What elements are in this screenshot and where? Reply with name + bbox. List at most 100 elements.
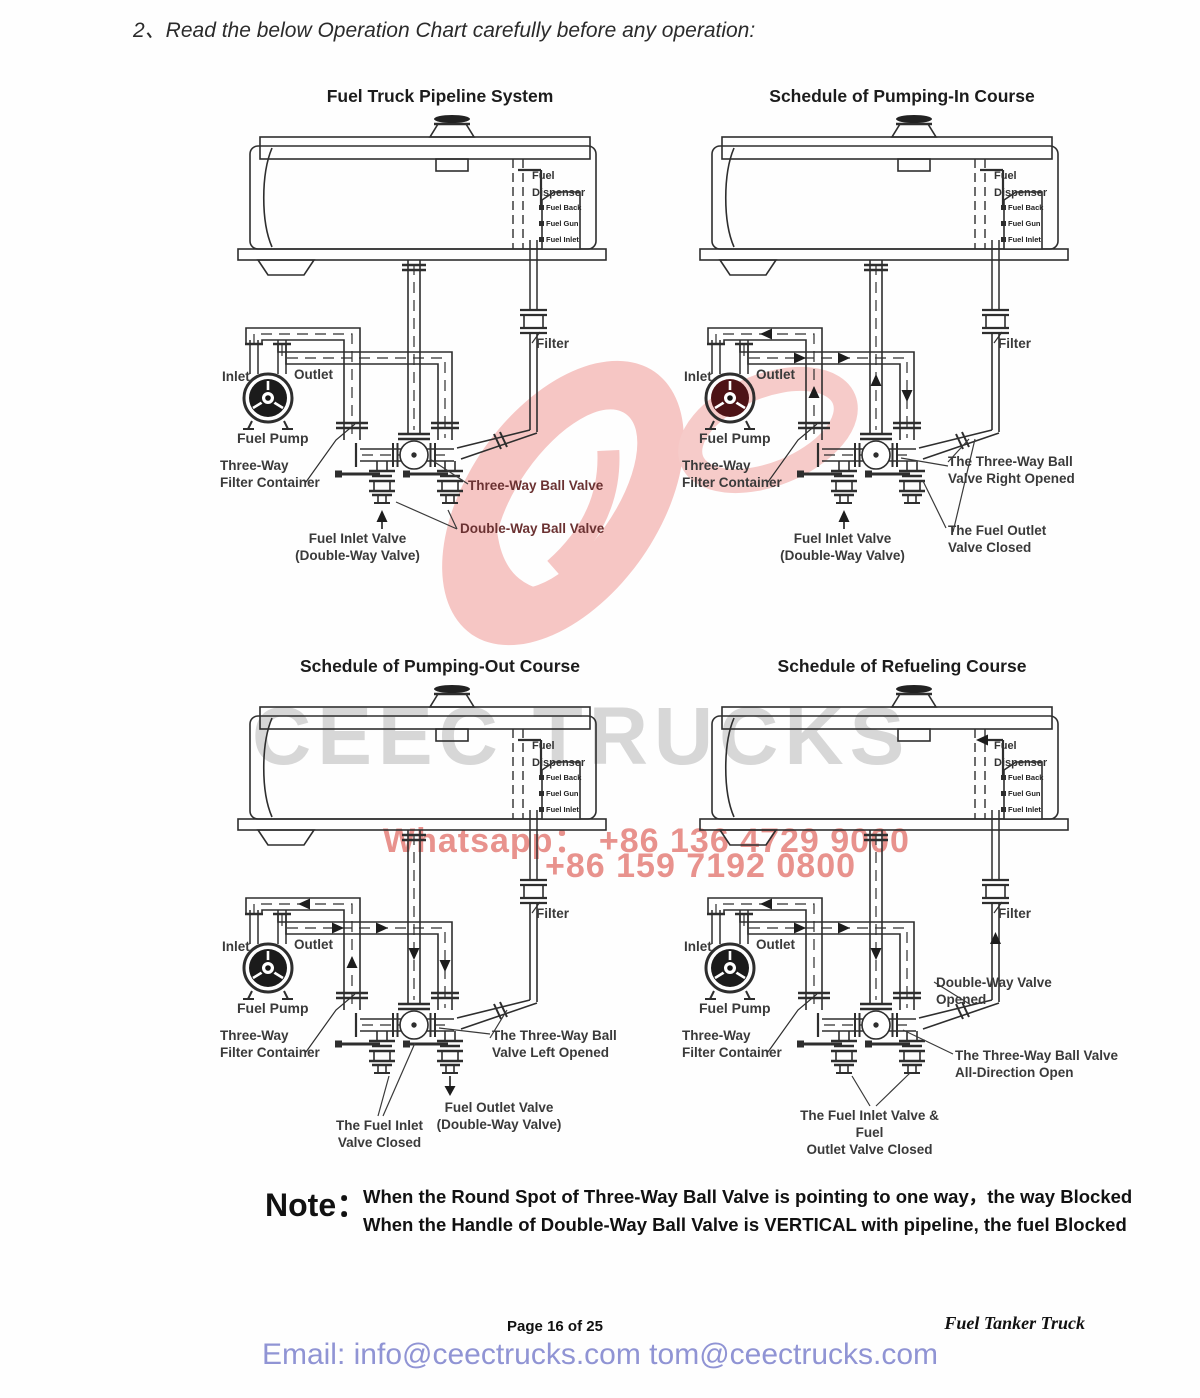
valves-closed-label: The Fuel Inlet Valve & Fuel Outlet Valve…: [787, 1108, 952, 1159]
dispenser-line2: Dispenser: [532, 757, 586, 770]
page-header-instruction: 2、Read the below Operation Chart careful…: [133, 19, 756, 42]
fuel-inlet-valve-line2: (Double-Way Valve): [295, 547, 420, 563]
fuel-back-port-label: Fuel Back: [546, 773, 582, 782]
outlet-closed-line2: Valve Closed: [948, 539, 1032, 555]
fuel-dispenser-label: Fuel Dispenser: [994, 738, 1047, 772]
dispenser-line2: Dispenser: [532, 187, 586, 200]
double-way-opened-label: Double-Way Valve Opened: [936, 975, 1052, 1009]
filter-label: Filter: [536, 336, 570, 351]
inlet-label: Inlet: [684, 369, 712, 384]
fuel-outlet-valve-label: Fuel Outlet Valve (Double-Way Valve): [434, 1100, 564, 1134]
fuel-inlet-valve-line2: (Double-Way Valve): [780, 547, 905, 563]
three-way-ball-valve-label: Three-Way Ball Valve: [468, 478, 604, 493]
fuel-back-port-label: Fuel Back: [1008, 203, 1044, 212]
filter-container-line1: Three-Way: [220, 1028, 289, 1043]
three-way-line1: The Three-Way Ball: [492, 1028, 617, 1043]
filter-container-line2: Filter Container: [220, 1044, 320, 1060]
inlet-label: Inlet: [684, 939, 712, 954]
three-way-line1: The Three-Way Ball: [948, 454, 1073, 469]
fuel-dispenser-label: Fuel Dispenser: [532, 168, 585, 202]
whatsapp-watermark-line2: +86 159 7192 0800: [545, 847, 857, 885]
inlet-closed-line2: Valve Closed: [337, 1134, 422, 1150]
outlet-label: Outlet: [294, 937, 333, 952]
three-way-line2: All-Direction Open: [955, 1064, 1074, 1080]
inlet-closed-line1: The Fuel Inlet: [335, 1118, 423, 1133]
fuel-pump-label: Fuel Pump: [699, 430, 771, 446]
pumping-in-schematic-drawing: [672, 82, 1132, 533]
fuel-pump-label: Fuel Pump: [237, 1000, 309, 1016]
fuel-inlet-port-label: Fuel Inlet: [546, 805, 579, 814]
note-line1: When the Round Spot of Three-Way Ball Va…: [363, 1186, 1133, 1207]
outlet-valve-line1: Fuel Outlet Valve: [444, 1100, 554, 1115]
fuel-inlet-valve-line1: Fuel Inlet Valve: [793, 531, 892, 546]
filter-label: Filter: [998, 906, 1032, 921]
fuel-pump-label: Fuel Pump: [699, 1000, 771, 1016]
diagram-title: Schedule of Refueling Course: [777, 656, 1027, 676]
filter-container-label: Three-Way Filter Container: [682, 1028, 782, 1062]
dispenser-line2: Dispenser: [994, 187, 1048, 200]
three-way-line2: Valve Left Opened: [492, 1044, 610, 1060]
diagram-pipeline-system: Fuel Truck Pipeline System Inlet Outlet …: [210, 82, 670, 592]
filter-container-line1: Three-Way: [220, 458, 289, 473]
document-title: Fuel Tanker Truck: [944, 1313, 1085, 1333]
dispenser-line1: Fuel: [532, 170, 555, 182]
valves-closed-line2: Outlet Valve Closed: [806, 1141, 933, 1157]
refueling-schematic-drawing: [672, 652, 1132, 1107]
filter-container-line2: Filter Container: [682, 474, 782, 490]
diagram-pumping-out: Schedule of Pumping-Out Course Inlet Out…: [210, 652, 670, 1162]
diagram-title: Schedule of Pumping-In Course: [769, 86, 1035, 106]
brand-swoosh-watermark: [442, 360, 684, 646]
filter-container-label: Three-Way Filter Container: [220, 1028, 320, 1062]
double-way-line1: Double-Way Valve: [936, 975, 1052, 990]
outlet-closed-line1: The Fuel Outlet: [948, 523, 1047, 538]
fuel-dispenser-label: Fuel Dispenser: [994, 168, 1047, 202]
outlet-valve-line2: (Double-Way Valve): [436, 1116, 562, 1132]
pumping-out-schematic-drawing: [210, 652, 670, 1117]
pipeline-schematic-drawing: [210, 82, 670, 530]
filter-container-label: Three-Way Filter Container: [682, 458, 782, 492]
fuel-inlet-valve-label: Fuel Inlet Valve (Double-Way Valve): [295, 531, 420, 565]
dispenser-line1: Fuel: [994, 740, 1017, 752]
fuel-inlet-port-label: Fuel Inlet: [1008, 235, 1041, 244]
note-line2: When the Handle of Double-Way Ball Valve…: [363, 1214, 1127, 1235]
fuel-inlet-valve-label: Fuel Inlet Valve (Double-Way Valve): [780, 531, 905, 565]
filter-container-label: Three-Way Filter Container: [220, 458, 320, 492]
fuel-back-port-label: Fuel Back: [546, 203, 582, 212]
double-way-ball-valve-label: Double-Way Ball Valve: [460, 521, 605, 536]
three-way-line2: Valve Right Opened: [948, 470, 1075, 486]
diagram-pumping-in: Schedule of Pumping-In Course Inlet Outl…: [672, 82, 1132, 592]
three-way-right-opened-label: The Three-Way Ball Valve Right Opened: [948, 454, 1075, 488]
fuel-inlet-port-label: Fuel Inlet: [546, 235, 579, 244]
fuel-pump-label: Fuel Pump: [237, 430, 309, 446]
page-indicator: Page 16 of 25: [507, 1318, 603, 1335]
fuel-dispenser-label: Fuel Dispenser: [532, 738, 585, 772]
outlet-label: Outlet: [756, 937, 795, 952]
three-way-all-direction-label: The Three-Way Ball Valve All-Direction O…: [955, 1048, 1118, 1082]
filter-container-line2: Filter Container: [682, 1044, 782, 1060]
dispenser-line1: Fuel: [994, 170, 1017, 182]
fuel-inlet-port-label: Fuel Inlet: [1008, 805, 1041, 814]
filter-label: Filter: [536, 906, 570, 921]
outlet-label: Outlet: [294, 367, 333, 382]
fuel-inlet-closed-label: The Fuel Inlet Valve Closed: [322, 1118, 437, 1152]
inlet-label: Inlet: [222, 369, 250, 384]
fuel-outlet-closed-label: The Fuel Outlet Valve Closed: [948, 523, 1046, 557]
filter-container-line1: Three-Way: [682, 1028, 751, 1043]
three-way-line1: The Three-Way Ball Valve: [955, 1048, 1119, 1063]
fuel-inlet-valve-line1: Fuel Inlet Valve: [308, 531, 407, 546]
note-label: Note：: [265, 1187, 369, 1223]
inlet-label: Inlet: [222, 939, 250, 954]
diagram-title: Fuel Truck Pipeline System: [326, 86, 554, 106]
three-way-left-opened-label: The Three-Way Ball Valve Left Opened: [492, 1028, 617, 1062]
fuel-gun-port-label: Fuel Gun: [546, 789, 579, 798]
outlet-label: Outlet: [756, 367, 795, 382]
filter-label: Filter: [998, 336, 1032, 351]
fuel-gun-port-label: Fuel Gun: [546, 219, 579, 228]
contact-email-line: Email: info@ceectrucks.com tom@ceectruck…: [261, 1338, 939, 1371]
filter-container-line1: Three-Way: [682, 458, 751, 473]
dispenser-line2: Dispenser: [994, 757, 1048, 770]
valves-closed-line1: The Fuel Inlet Valve & Fuel: [800, 1108, 939, 1140]
fuel-back-port-label: Fuel Back: [1008, 773, 1044, 782]
dispenser-line1: Fuel: [532, 740, 555, 752]
